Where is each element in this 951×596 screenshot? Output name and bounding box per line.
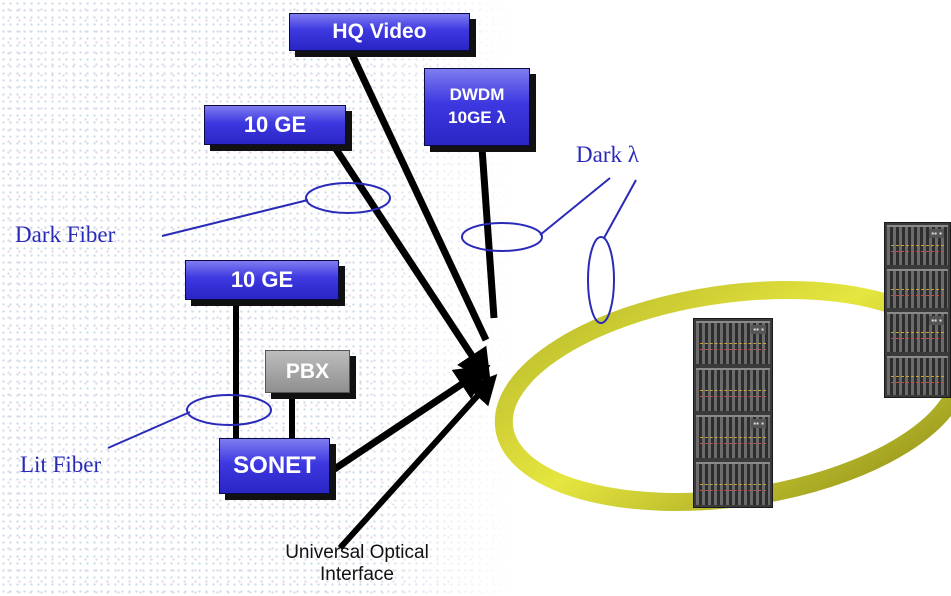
universal-optical-label-line2: Interface [320, 564, 394, 585]
sonet-arrow-line [328, 365, 491, 475]
lit-fiber-leader-line [107, 411, 191, 449]
ge-top-fiber-line [327, 138, 491, 385]
rack-unit-tag: ▪▪ ▪ [751, 419, 766, 428]
sonet-label: SONET [233, 452, 316, 479]
rack-unit-tag: ▪▪ ▪ [929, 229, 944, 238]
hq-video-label: HQ Video [332, 20, 427, 43]
universal-optical-interface-label: Universal Optical Interface [248, 542, 466, 586]
rack-unit: ▪▪ ▪ [696, 321, 770, 364]
rack-unit: ▪▪ ▪ [696, 415, 770, 458]
lit-fiber-callout-ellipse [186, 394, 272, 426]
dark-fiber-leader-line [161, 199, 309, 237]
10ge-lambda-label: 10GE λ [448, 108, 506, 127]
dark-fiber-callout-ellipse [305, 182, 391, 214]
dwdm-fiber-line [478, 147, 498, 319]
dark-lambda-callout-ellipse-left [461, 222, 543, 252]
rack-unit: ▪▪ ▪ [887, 225, 948, 265]
universal-interface-arrow [337, 373, 498, 551]
rack-unit-tag: ▪▪ ▪ [751, 325, 766, 334]
dwdm-10ge-lambda-box: DWDM 10GE λ [424, 68, 530, 146]
10ge-mid-label: 10 GE [230, 267, 294, 292]
lit-fiber-label: Lit Fiber [20, 452, 102, 477]
dark-lambda-label: Dark λ [576, 142, 639, 167]
dark-lambda-leader-line-right [603, 179, 637, 239]
rack-unit [887, 268, 948, 308]
dark-lambda-leader-line-left [539, 177, 611, 236]
rack-unit: ▪▪ ▪ [887, 312, 948, 352]
dark-fiber-label: Dark Fiber [15, 222, 116, 247]
hq-video-fiber-line [346, 48, 490, 342]
rack-unit [696, 368, 770, 411]
pbx-label: PBX [285, 359, 330, 383]
universal-optical-label-line1: Universal Optical [285, 542, 429, 563]
10ge-top-box: 10 GE [204, 105, 346, 145]
10ge-top-label: 10 GE [243, 112, 307, 137]
rack-unit-tag: ▪▪ ▪ [929, 316, 944, 325]
network-equipment-rack-icon: ▪▪ ▪ ▪▪ ▪ [693, 318, 773, 508]
10ge-mid-box: 10 GE [185, 260, 339, 300]
hq-video-box: HQ Video [289, 13, 470, 51]
rack-unit [696, 462, 770, 505]
dwdm-label: DWDM [449, 85, 505, 105]
rack-unit [887, 355, 948, 395]
dark-lambda-callout-ellipse-right [587, 236, 615, 324]
network-equipment-rack-icon: ▪▪ ▪ ▪▪ ▪ [884, 222, 951, 398]
pbx-box: PBX [265, 350, 350, 393]
sonet-box: SONET [219, 438, 330, 494]
